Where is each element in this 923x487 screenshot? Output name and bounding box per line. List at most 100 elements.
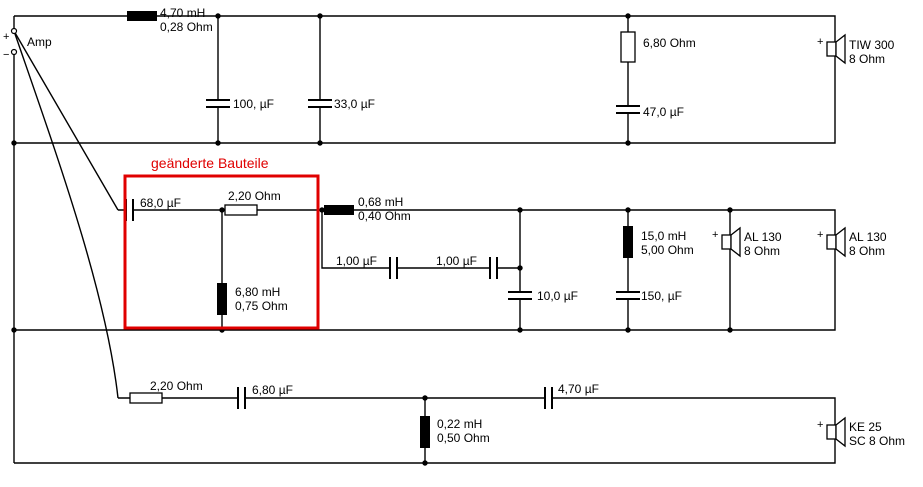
- tweeter-shunt-inductor-resistance: 0,50 Ohm: [437, 431, 490, 445]
- cap-gap: [624, 107, 632, 112]
- junction-dot: [625, 327, 631, 333]
- junction-dot: [215, 140, 221, 146]
- midrange-shunt-inductor: [217, 283, 227, 315]
- tweeter-series-cap1: [237, 387, 246, 409]
- woofer-speaker-model: TIW 300: [849, 38, 895, 52]
- junction-dot: [517, 327, 523, 333]
- junction-dot: [517, 265, 523, 271]
- junction-dots: [11, 13, 733, 466]
- tweeter-shunt-inductor: [420, 416, 430, 448]
- wires-woofer-branch: [13, 15, 836, 463]
- woofer-inductor-value: 4,70 mH: [160, 6, 205, 20]
- capacitors: [125, 99, 640, 409]
- junction-dot: [625, 140, 631, 146]
- midrange-speaker2-impedance: 8 Ohm: [849, 244, 885, 258]
- midrange-input-cap-value: 68,0 µF: [140, 196, 181, 210]
- woofer-shunt-resistor: [620, 31, 636, 63]
- midrange-shunt-cap-value: 10,0 µF: [537, 289, 578, 303]
- midrange-inductor-value: 0,68 mH: [358, 195, 403, 209]
- woofer-cap2-value: 33,0 µF: [334, 97, 375, 111]
- junction-dot: [727, 327, 733, 333]
- cap-gap: [127, 206, 132, 214]
- midrange-notch-inductor-value: 15,0 mH: [641, 229, 686, 243]
- amp-feed-wires: [13, 30, 119, 399]
- cap-gap: [214, 101, 222, 106]
- cap-gap: [391, 264, 396, 272]
- speaker-magnet: [721, 234, 732, 250]
- midrange-bypass-cap2-value: 1,00 µF: [436, 254, 477, 268]
- midrange-bypass-cap1: [389, 257, 398, 279]
- junction-dot: [625, 207, 631, 213]
- cap-gap: [624, 293, 632, 298]
- midrange-speaker2-model: AL 130: [849, 230, 887, 244]
- woofer-shunt-cap2: [308, 99, 332, 108]
- speaker-ke25: +: [817, 416, 846, 448]
- amp-plus-label: +: [3, 31, 9, 43]
- speaker-cone-icon: [835, 416, 846, 448]
- midrange-notch-inductor: [623, 226, 633, 258]
- speaker-polarity: +: [817, 36, 823, 48]
- speaker-polarity: +: [817, 419, 823, 431]
- speaker-al130-mid: +: [712, 226, 741, 258]
- cap-gap: [239, 394, 244, 402]
- junction-dot: [317, 13, 323, 19]
- woofer-shunt-cap1: [206, 99, 230, 108]
- cap-gap: [491, 264, 496, 272]
- midrange-bypass-cap1-value: 1,00 µF: [336, 254, 377, 268]
- junction-dot: [317, 140, 323, 146]
- wires-midrange-branch: [14, 209, 836, 331]
- amp-minus-label: −: [3, 49, 9, 61]
- woofer-speaker-impedance: 8 Ohm: [849, 52, 885, 66]
- modified-components-highlight-box: [123, 174, 320, 330]
- junction-dot: [517, 207, 523, 213]
- junction-dot: [422, 395, 428, 401]
- tweeter-cap2-value: 4,70 µF: [558, 382, 599, 396]
- tweeter-resistor-value: 2,20 Ohm: [150, 379, 203, 393]
- woofer-shunt-cap3: [616, 105, 640, 114]
- midrange-series-resistor: [224, 204, 258, 216]
- junction-dot: [319, 207, 325, 213]
- tweeter-speaker-model: KE 25: [849, 420, 882, 434]
- speaker-tiw300: +: [817, 33, 846, 65]
- junction-dot: [11, 327, 17, 333]
- inductors: [127, 11, 633, 448]
- wire-gaps: [10, 34, 632, 402]
- speaker-cone-icon: [835, 33, 846, 65]
- midrange-notch-cap-value: 150, µF: [641, 289, 682, 303]
- junction-dot: [215, 13, 221, 19]
- amp-label: Amp: [27, 35, 52, 49]
- midrange-bypass-cap2: [489, 257, 498, 279]
- tweeter-series-resistor: [129, 392, 163, 404]
- amp-negative-terminal: [10, 48, 18, 56]
- midrange-shunt-inductor-value: 6,80 mH: [235, 285, 280, 299]
- midrange-notch-cap: [616, 291, 640, 300]
- wire-amp-to-midrange: [13, 30, 119, 211]
- midrange-notch-inductor-resistance: 5,00 Ohm: [641, 243, 694, 257]
- woofer-resistor-value: 6,80 Ohm: [643, 36, 696, 50]
- junction-dot: [625, 13, 631, 19]
- woofer-series-inductor: [127, 11, 157, 21]
- midrange-speaker1-model: AL 130: [744, 230, 782, 244]
- amp-positive-terminal: [10, 27, 18, 35]
- cap-gap: [316, 101, 324, 106]
- junction-dot: [727, 207, 733, 213]
- speaker-magnet: [826, 234, 837, 250]
- junction-dot: [219, 207, 225, 213]
- midrange-speaker1-impedance: 8 Ohm: [744, 244, 780, 258]
- tweeter-series-cap2: [544, 387, 553, 409]
- wire-amp-to-tweeter: [13, 30, 119, 399]
- modified-components-note: geänderte Bauteile: [151, 155, 269, 171]
- speaker-cone-icon: [835, 226, 846, 258]
- speaker-al130-right: +: [817, 226, 846, 258]
- tweeter-speaker-impedance: SC 8 Ohm: [849, 434, 905, 448]
- cap-gap: [516, 293, 524, 298]
- midrange-series-inductor: [324, 205, 354, 215]
- amp-gap: [10, 34, 18, 50]
- resistors: [129, 31, 636, 404]
- speaker-magnet: [826, 424, 837, 440]
- tweeter-shunt-inductor-value: 0,22 mH: [437, 417, 482, 431]
- woofer-cap3-value: 47,0 µF: [643, 105, 684, 119]
- midrange-resistor-value: 2,20 Ohm: [228, 189, 281, 203]
- tweeter-cap1-value: 6,80 µF: [252, 383, 293, 397]
